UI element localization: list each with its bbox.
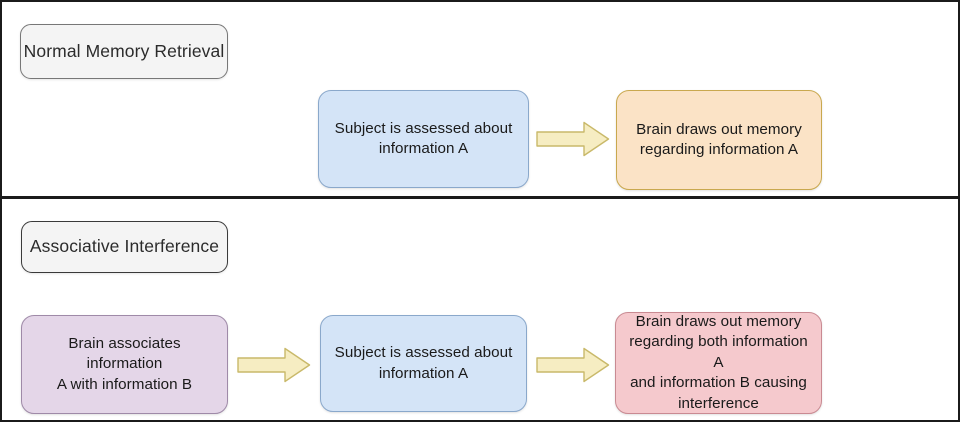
node-label: Subject is assessed about information A (334, 344, 513, 382)
arrow-right-icon-bottom-1 (237, 347, 311, 383)
section-label-associative-interference: Associative Interference (21, 221, 228, 273)
node-subject-assessed-a-bottom: Subject is assessed about information A (320, 315, 527, 412)
node-brain-draws-memory-a: Brain draws out memory regarding informa… (616, 90, 822, 190)
node-subject-assessed-a-top: Subject is assessed about information A (318, 90, 529, 188)
arrow-right-icon-top-1 (536, 121, 610, 157)
section-label-text: Associative Interference (29, 236, 220, 257)
node-brain-associates-a-with-b: Brain associates information A with info… (21, 315, 228, 414)
section-label-text: Normal Memory Retrieval (23, 40, 225, 61)
node-brain-draws-memory-ab-interference: Brain draws out memory regarding both in… (615, 312, 822, 414)
section-label-normal-memory-retrieval: Normal Memory Retrieval (20, 24, 228, 79)
node-label: Brain draws out memory regarding both in… (629, 313, 808, 412)
node-label: Brain associates information A with info… (56, 334, 193, 393)
node-label: Subject is assessed about information A (334, 119, 513, 157)
arrow-right-icon-bottom-2 (536, 347, 610, 383)
panel-divider (2, 196, 958, 199)
node-label: Brain draws out memory regarding informa… (636, 120, 802, 158)
